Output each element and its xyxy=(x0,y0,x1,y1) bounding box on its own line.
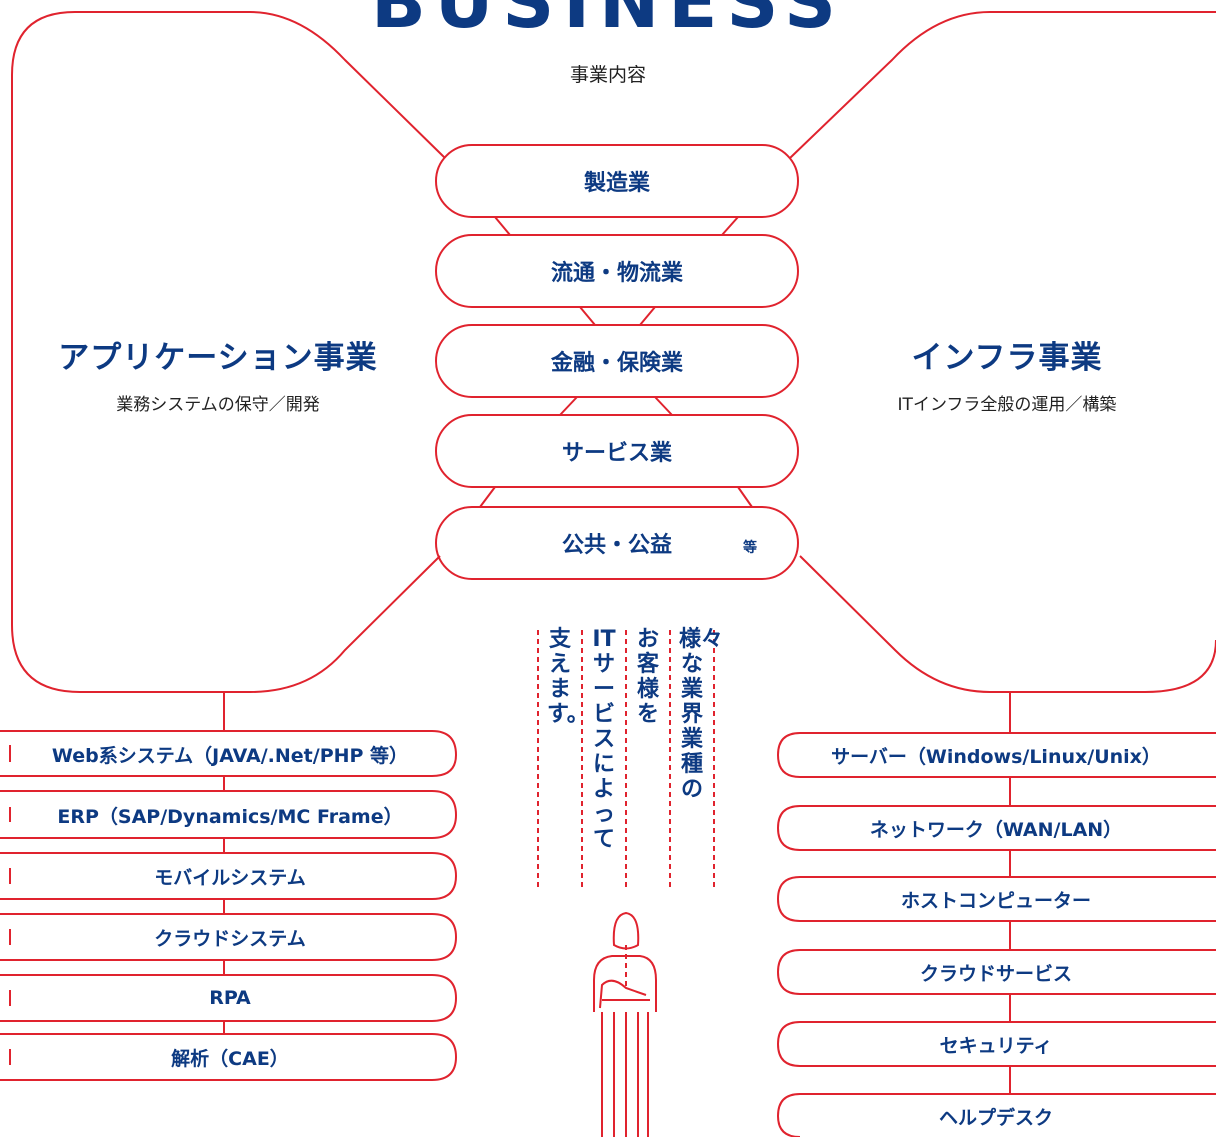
page-title: BUSINESS xyxy=(371,0,845,44)
application-title: アプリケーション事業 xyxy=(58,340,378,376)
infra-frame xyxy=(789,11,1216,693)
message-line-1: 様々な業界業種の xyxy=(679,627,724,802)
industry-public: 公共・公益 xyxy=(561,533,672,558)
infra-description: ITインフラ全般の運用／構築 xyxy=(897,395,1117,415)
application-item: 解析（CAE） xyxy=(171,1047,289,1070)
application-item: クラウドシステム xyxy=(154,927,306,950)
industry-pill-2 xyxy=(435,234,799,308)
message-line-2: お客様を xyxy=(636,627,659,727)
application-item: RPA xyxy=(209,987,251,1009)
infra-item: クラウドサービス xyxy=(919,962,1072,985)
application-description: 業務システムの保守／開発 xyxy=(116,395,320,415)
message-line-3: ITサービスによって xyxy=(592,627,616,852)
infra-item: セキュリティ xyxy=(939,1034,1053,1057)
application-item: Web系システム（JAVA/.Net/PHP 等） xyxy=(51,744,409,767)
infra-item: ネットワーク（WAN/LAN） xyxy=(869,818,1123,841)
industry-manufacturing: 製造業 xyxy=(583,171,650,196)
page-subtitle: 事業内容 xyxy=(569,64,646,86)
industry-pill-1 xyxy=(435,144,799,218)
infra-item: ヘルプデスク xyxy=(938,1106,1053,1129)
industry-etc: 等 xyxy=(743,540,757,556)
message-line-4: 支えます。 xyxy=(547,627,589,727)
left-item-frame xyxy=(0,730,458,777)
industry-pill-3 xyxy=(435,324,799,398)
industry-service: サービス業 xyxy=(561,441,672,466)
industry-pill-5 xyxy=(435,506,799,580)
application-item: モバイルシステム xyxy=(154,866,306,889)
application-frame xyxy=(11,11,446,693)
industry-pill-4 xyxy=(435,414,799,488)
industry-distribution: 流通・物流業 xyxy=(550,261,683,286)
infra-title: インフラ事業 xyxy=(911,340,1103,376)
application-item: ERP（SAP/Dynamics/MC Frame） xyxy=(57,805,403,828)
industry-finance: 金融・保険業 xyxy=(550,351,683,376)
infra-item: ホストコンピューター xyxy=(900,889,1091,912)
infra-item: サーバー（Windows/Linux/Unix） xyxy=(831,745,1161,768)
